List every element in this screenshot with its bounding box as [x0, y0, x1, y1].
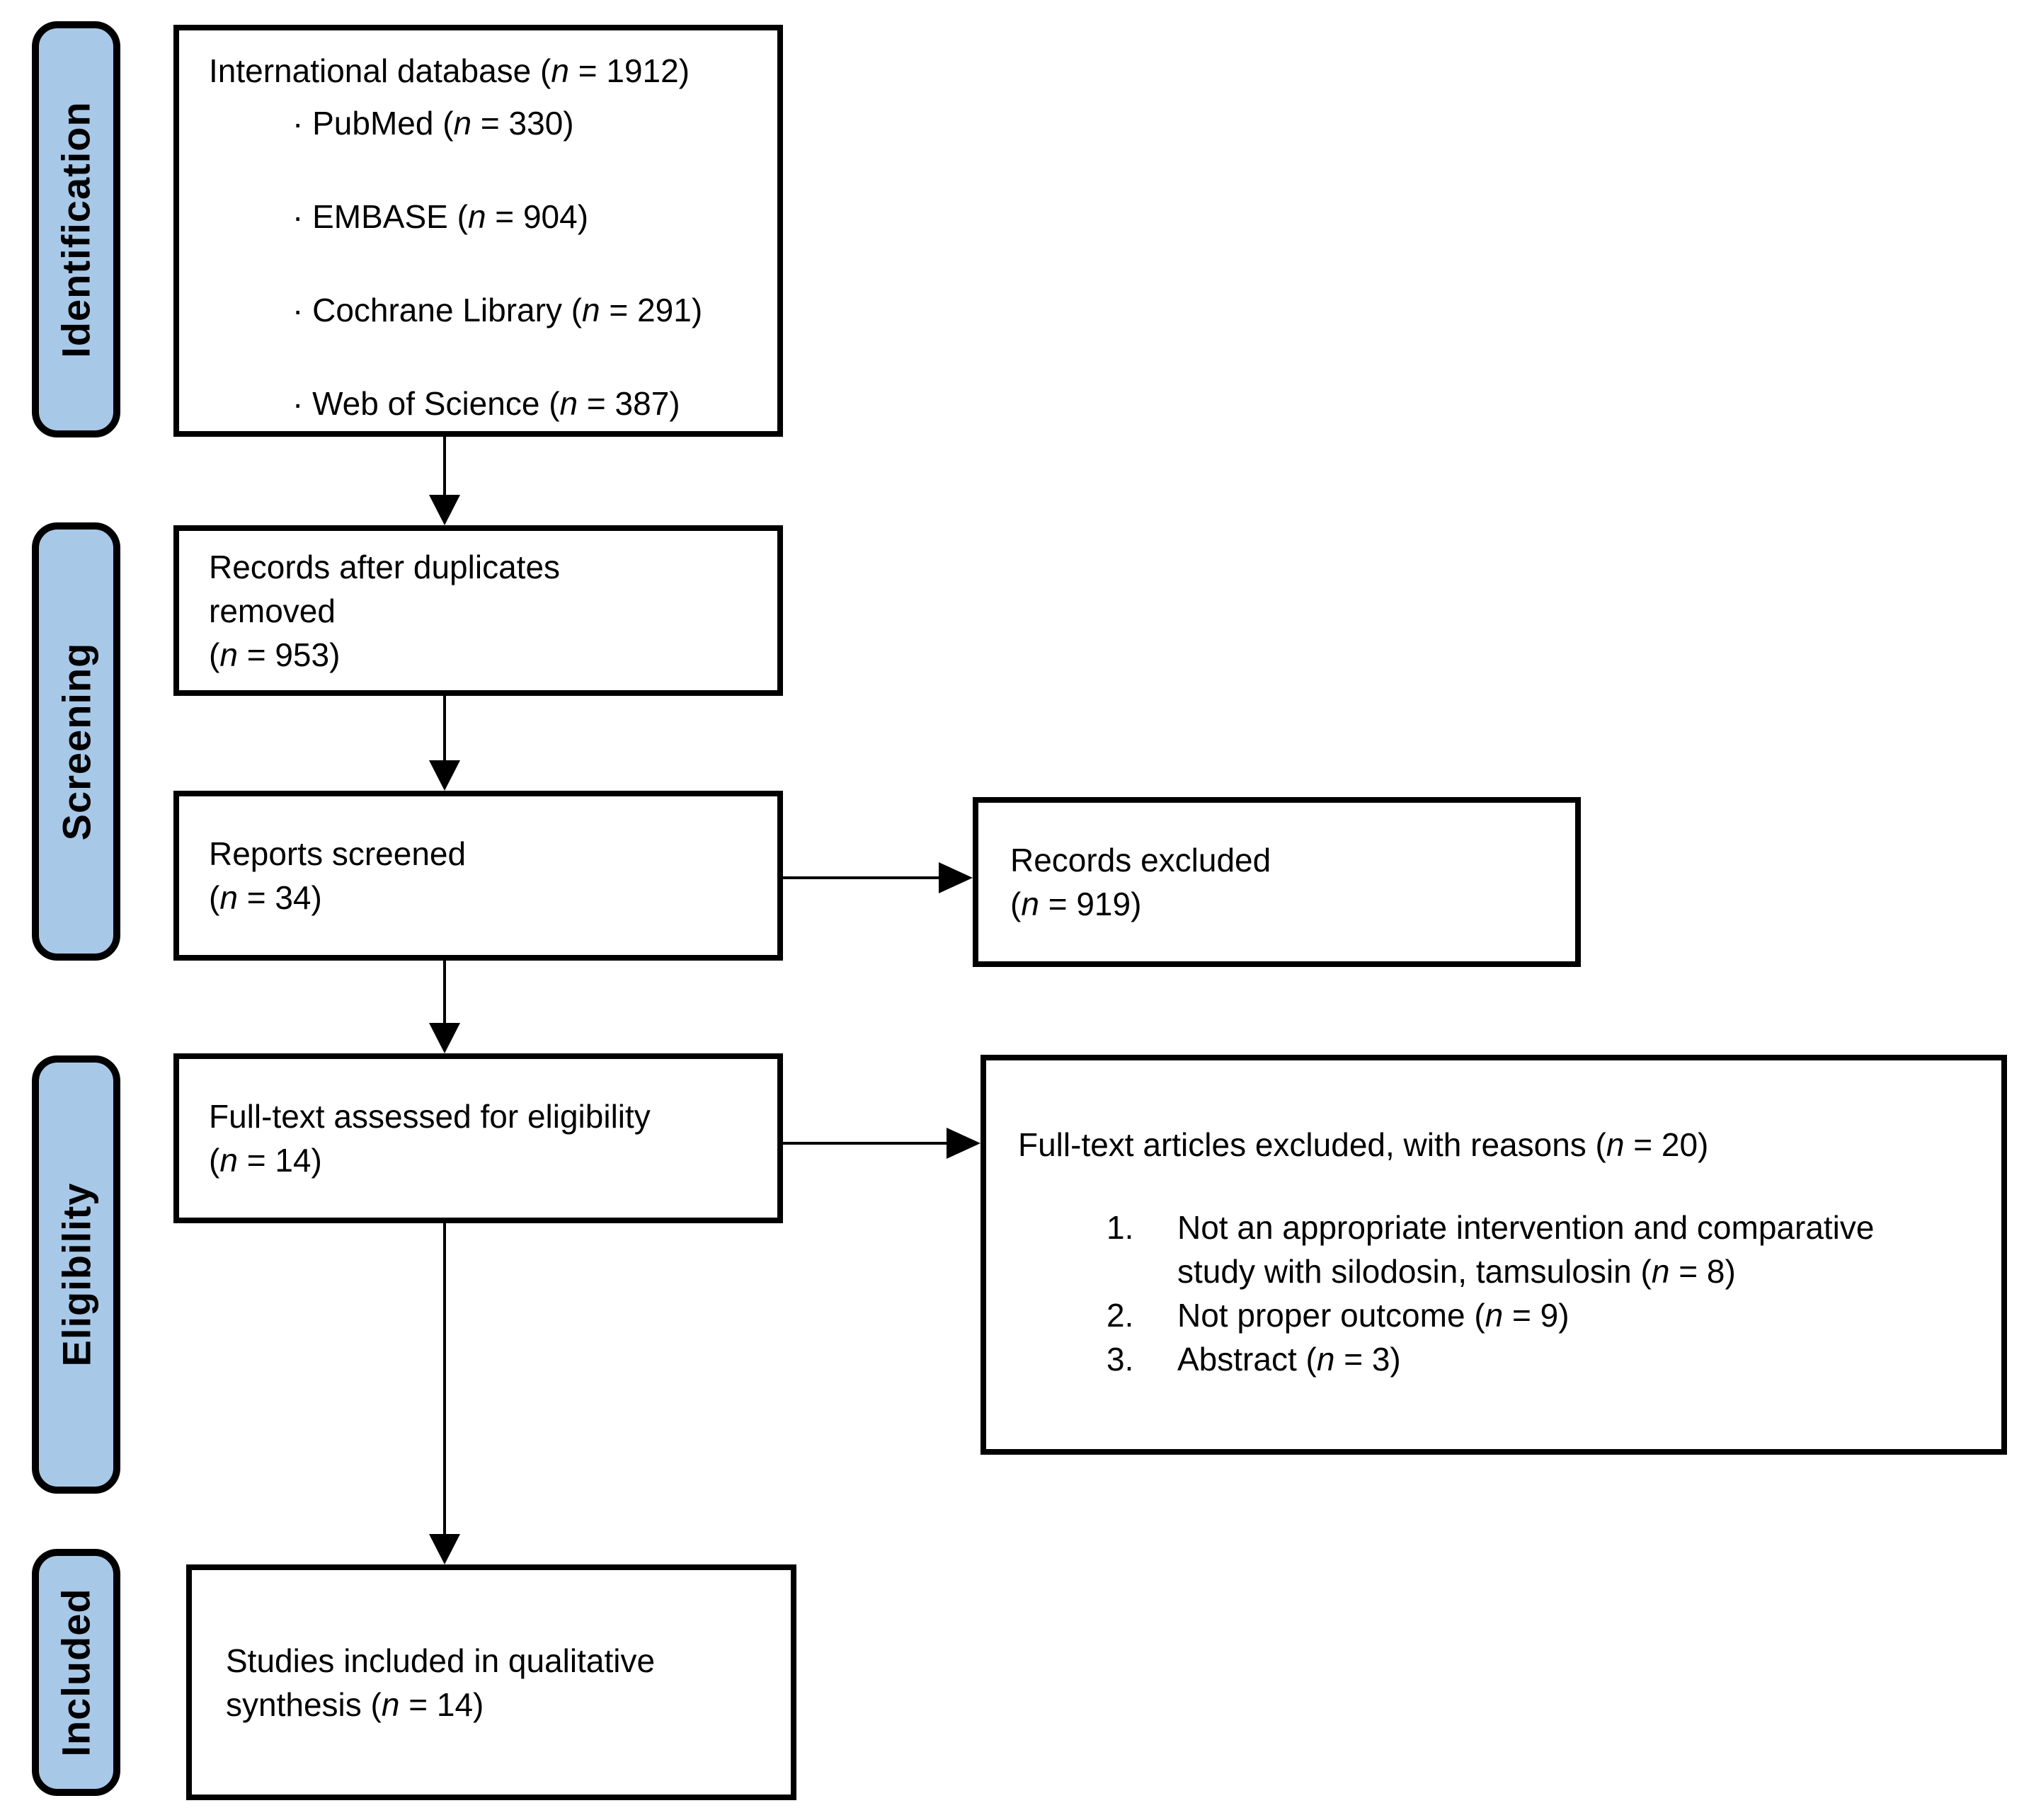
text-line: (n = 34) [209, 879, 322, 916]
stage-screening: Screening [32, 522, 120, 961]
text-line: Studies included in qualitative [226, 1642, 656, 1679]
box-records-after-duplicates: Records after duplicates removed (n = 95… [173, 525, 783, 696]
text-line: (n = 14) [209, 1142, 322, 1179]
box-reports-screened: Reports screened (n = 34) [173, 791, 783, 961]
text-line: Records after duplicates [209, 548, 561, 585]
stage-included: Included [32, 1549, 120, 1796]
source-item-pubmed: · PubMed (n = 330) [292, 105, 574, 142]
arrowhead-down-icon [429, 1534, 460, 1564]
text-line: Reports screened [209, 835, 467, 872]
arrow-fulltext-to-fulltext-excluded [783, 1142, 947, 1145]
reason-number: 2. [1107, 1297, 1134, 1334]
stage-identification-label: Identification [54, 101, 99, 358]
text-line: removed [209, 592, 336, 629]
text-line: (n = 953) [209, 636, 341, 673]
source-item-embase: · EMBASE (n = 904) [292, 198, 589, 235]
text-line: Records excluded [1010, 842, 1271, 878]
exclusion-reason-3: 3. Abstract (n = 3) [1018, 1337, 1987, 1381]
box-records-excluded: Records excluded (n = 919) [973, 797, 1581, 967]
source-item-web-of-science: · Web of Science (n = 387) [292, 385, 680, 422]
arrowhead-down-icon [429, 495, 460, 525]
box-fulltext-excluded-title: Full-text articles excluded, with reason… [1018, 1126, 1709, 1163]
text-line: synthesis (n = 14) [226, 1685, 484, 1723]
arrow-screened-to-records-excluded [783, 876, 939, 879]
text-line: Full-text assessed for eligibility [209, 1098, 651, 1135]
stage-eligibility: Eligibility [32, 1055, 120, 1494]
stage-identification: Identification [32, 21, 120, 437]
stage-included-label: Included [54, 1588, 99, 1757]
text-line: (n = 919) [1010, 886, 1142, 922]
exclusion-reason-1: 1. Not an appropriate intervention and c… [1018, 1206, 1987, 1293]
box-studies-included: Studies included in qualitative synthesi… [186, 1564, 796, 1800]
exclusion-reason-2: 2. Not proper outcome (n = 9) [1018, 1293, 1987, 1337]
arrowhead-right-icon [947, 1128, 980, 1159]
arrow-dedup-to-screened [443, 696, 446, 760]
box-fulltext-assessed: Full-text assessed for eligibility (n = … [173, 1053, 783, 1223]
text-line: Not proper outcome (n = 9) [1177, 1297, 1570, 1334]
reason-number: 1. [1107, 1209, 1134, 1246]
reason-number: 3. [1107, 1341, 1134, 1378]
text-line: Abstract (n = 3) [1177, 1341, 1401, 1378]
box-international-database: International database (n = 1912) · PubM… [173, 25, 783, 437]
arrow-fulltext-to-included [443, 1223, 446, 1534]
arrowhead-right-icon [939, 862, 973, 893]
exclusion-reasons-list: 1. Not an appropriate intervention and c… [1018, 1206, 1987, 1381]
source-item-cochrane: · Cochrane Library (n = 291) [292, 292, 703, 328]
text-line: study with silodosin, tamsulosin (n = 8) [1177, 1253, 1736, 1290]
arrowhead-down-icon [429, 1023, 460, 1053]
arrow-sources-to-dedup [443, 437, 446, 495]
text-line: Not an appropriate intervention and comp… [1177, 1209, 1875, 1246]
stage-eligibility-label: Eligibility [54, 1182, 99, 1367]
box-fulltext-excluded: Full-text articles excluded, with reason… [980, 1055, 2007, 1455]
arrow-screened-to-fulltext [443, 961, 446, 1023]
box-international-database-title: International database (n = 1912) [209, 52, 690, 89]
arrowhead-down-icon [429, 760, 460, 791]
stage-screening-label: Screening [54, 642, 99, 841]
